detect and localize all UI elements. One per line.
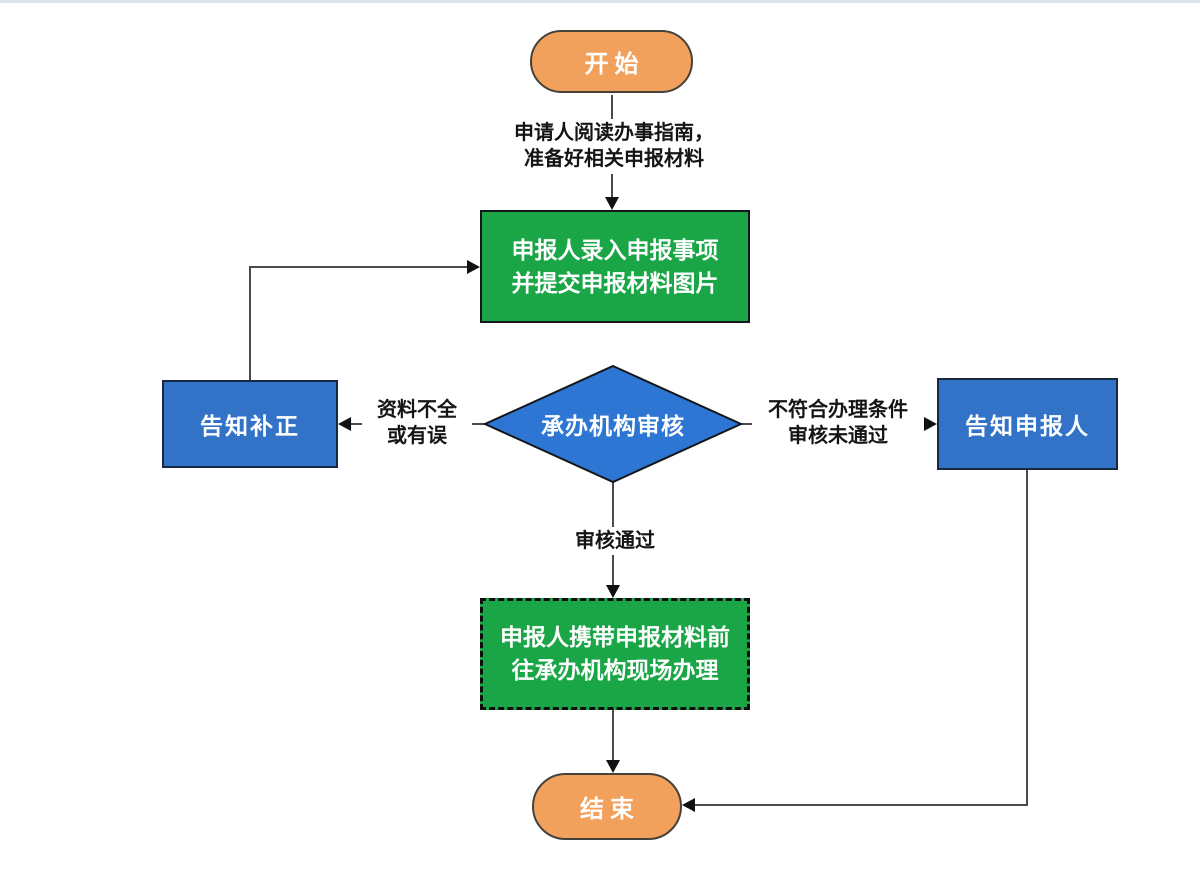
top-border-strip — [0, 0, 1200, 3]
edge-label-rejected-line2: 审核未通过 — [788, 425, 888, 448]
node-notify-applicant: 告知申报人 — [937, 378, 1118, 470]
edge-label-prepare-line2: 准备好相关申报材料 — [524, 148, 704, 171]
edge-label-prepare-materials: 申请人阅读办事指南， 准备好相关申报材料 — [497, 119, 731, 174]
arrowhead-right-submit — [467, 260, 480, 274]
arrowhead-down-onsite — [606, 585, 620, 598]
node-end: 结束 — [532, 773, 682, 840]
edge-label-rejected-line1: 不符合办理条件 — [768, 399, 908, 421]
decision-diamond-shape — [482, 364, 744, 484]
arrowhead-left-end — [682, 798, 695, 812]
node-notify-applicant-label: 告知申报人 — [965, 413, 1090, 439]
node-onsite-handling: 申报人携带申报材料前 往承办机构现场办理 — [480, 598, 750, 710]
node-notify-correction: 告知补正 — [162, 380, 338, 468]
arrowhead-left-correction — [338, 417, 351, 431]
edge-label-incomplete-line2: 或有误 — [387, 425, 447, 448]
edge-label-prepare-line1: 申请人阅读办事指南， — [514, 122, 714, 144]
node-onsite-line1: 申报人携带申报材料前 — [500, 624, 730, 651]
edge-label-incomplete-line1: 资料不全 — [377, 399, 457, 421]
arrowhead-down-submit — [605, 197, 619, 210]
edge-label-rejected: 不符合办理条件 审核未通过 — [752, 396, 924, 451]
node-submit-line2: 并提交申报材料图片 — [511, 269, 719, 296]
node-onsite-line2: 往承办机构现场办理 — [511, 657, 719, 683]
node-end-label: 结束 — [580, 796, 640, 823]
node-start-label: 开始 — [584, 51, 645, 78]
arrowhead-down-end — [606, 760, 620, 773]
arrowhead-right-applicant — [924, 417, 937, 431]
edge-label-incomplete-materials: 资料不全 或有误 — [362, 396, 472, 451]
node-submit-line1: 申报人录入申报事项 — [511, 236, 719, 263]
node-notify-correction-label: 告知补正 — [200, 413, 300, 439]
node-start: 开始 — [530, 30, 693, 93]
node-submit-materials: 申报人录入申报事项 并提交申报材料图片 — [480, 210, 750, 323]
edge-label-approved-text: 审核通过 — [575, 530, 655, 552]
edge-label-approved: 审核通过 — [569, 527, 661, 556]
